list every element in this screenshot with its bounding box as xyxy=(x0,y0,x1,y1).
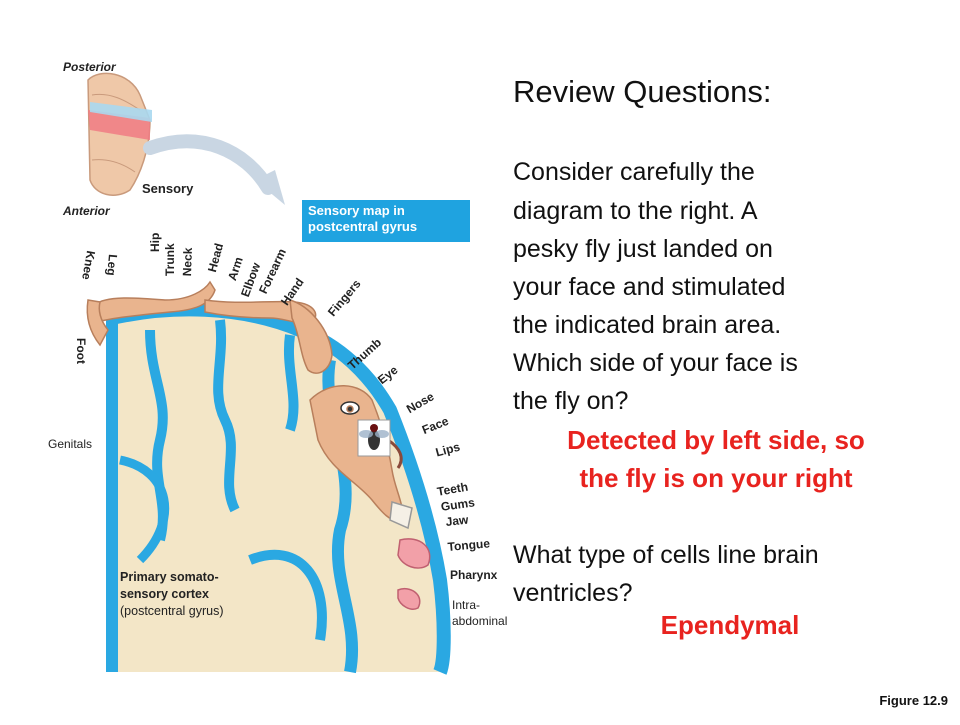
genitals-label: Genitals xyxy=(48,437,93,451)
sensory-arrow-label: Sensory xyxy=(142,181,194,196)
hip-label: Hip xyxy=(148,232,162,252)
curved-arrow xyxy=(143,134,275,195)
intra-label: Intra- xyxy=(452,598,481,612)
answer-1-line-1: Detected by left side, so xyxy=(567,425,865,455)
q2-line-2: ventricles? xyxy=(513,579,633,607)
q1-line-7: the fly on? xyxy=(513,387,629,415)
trunk-label: Trunk xyxy=(163,243,177,276)
sensory-map-badge: Sensory map in postcentral gyrus xyxy=(302,200,470,242)
q2-line-1: What type of cells line brain xyxy=(513,541,819,569)
figure-label: Figure 12.9 xyxy=(879,693,948,708)
answer-2: Ependymal xyxy=(660,610,800,640)
q1-line-3: pesky fly just landed on xyxy=(513,235,773,263)
review-title: Review Questions: xyxy=(513,74,772,109)
cortex-caption-line1: Primary somato- xyxy=(120,570,219,584)
brain-top-view xyxy=(87,72,152,196)
homunculus-illustration xyxy=(86,72,451,675)
q1-line-2: diagram to the right. A xyxy=(513,197,758,225)
cortex-caption-line3: (postcentral gyrus) xyxy=(120,604,224,618)
q1-line-5: the indicated brain area. xyxy=(513,311,782,339)
somatosensory-diagram: Posterior Anterior Sensory Sensory map i… xyxy=(48,60,508,675)
foot-label: Foot xyxy=(74,338,88,364)
jaw-label: Jaw xyxy=(445,512,470,529)
posterior-label: Posterior xyxy=(63,60,116,74)
cortex-caption-line2: sensory cortex xyxy=(120,587,209,601)
anterior-label: Anterior xyxy=(63,204,110,218)
q1-line-4: your face and stimulated xyxy=(513,273,786,301)
homunculus-body xyxy=(86,280,431,610)
fly-icon xyxy=(357,419,391,457)
leg-label: Leg xyxy=(104,253,120,277)
pharynx-label: Pharynx xyxy=(450,568,498,582)
neck-label: Neck xyxy=(180,247,195,277)
abdominal-label: abdominal xyxy=(452,614,508,628)
q1-line-6: Which side of your face is xyxy=(513,349,798,377)
cortex-caption: Primary somato- sensory cortex (postcent… xyxy=(120,569,224,620)
answer-1-line-2: the fly is on your right xyxy=(579,463,853,493)
q1-line-1: Consider carefully the xyxy=(513,158,755,186)
